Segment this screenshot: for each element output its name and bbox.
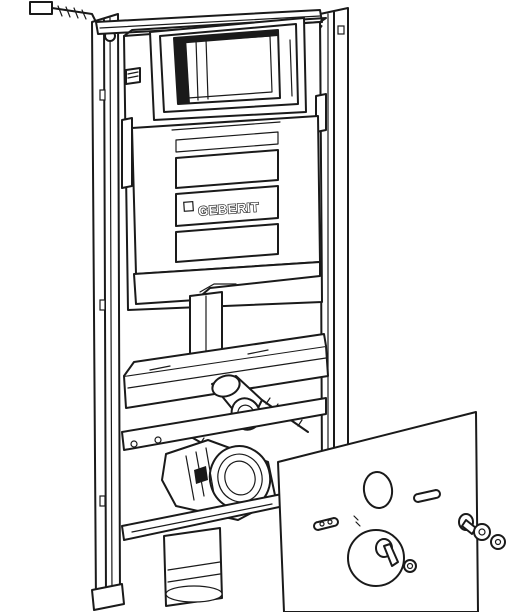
inspection-opening <box>149 17 307 121</box>
left-upright-post <box>91 13 121 605</box>
cistern-front-cover: GEBERIT <box>131 115 321 305</box>
top-wall-anchor <box>29 1 97 23</box>
sound-insulation-plate <box>277 411 479 612</box>
fixing-bolts <box>375 513 506 573</box>
bottom-cross-bar <box>91 493 285 611</box>
brand-logo-text: GEBERIT <box>198 199 260 218</box>
drain-pipe <box>163 527 223 607</box>
lower-cross-bar <box>121 397 327 451</box>
